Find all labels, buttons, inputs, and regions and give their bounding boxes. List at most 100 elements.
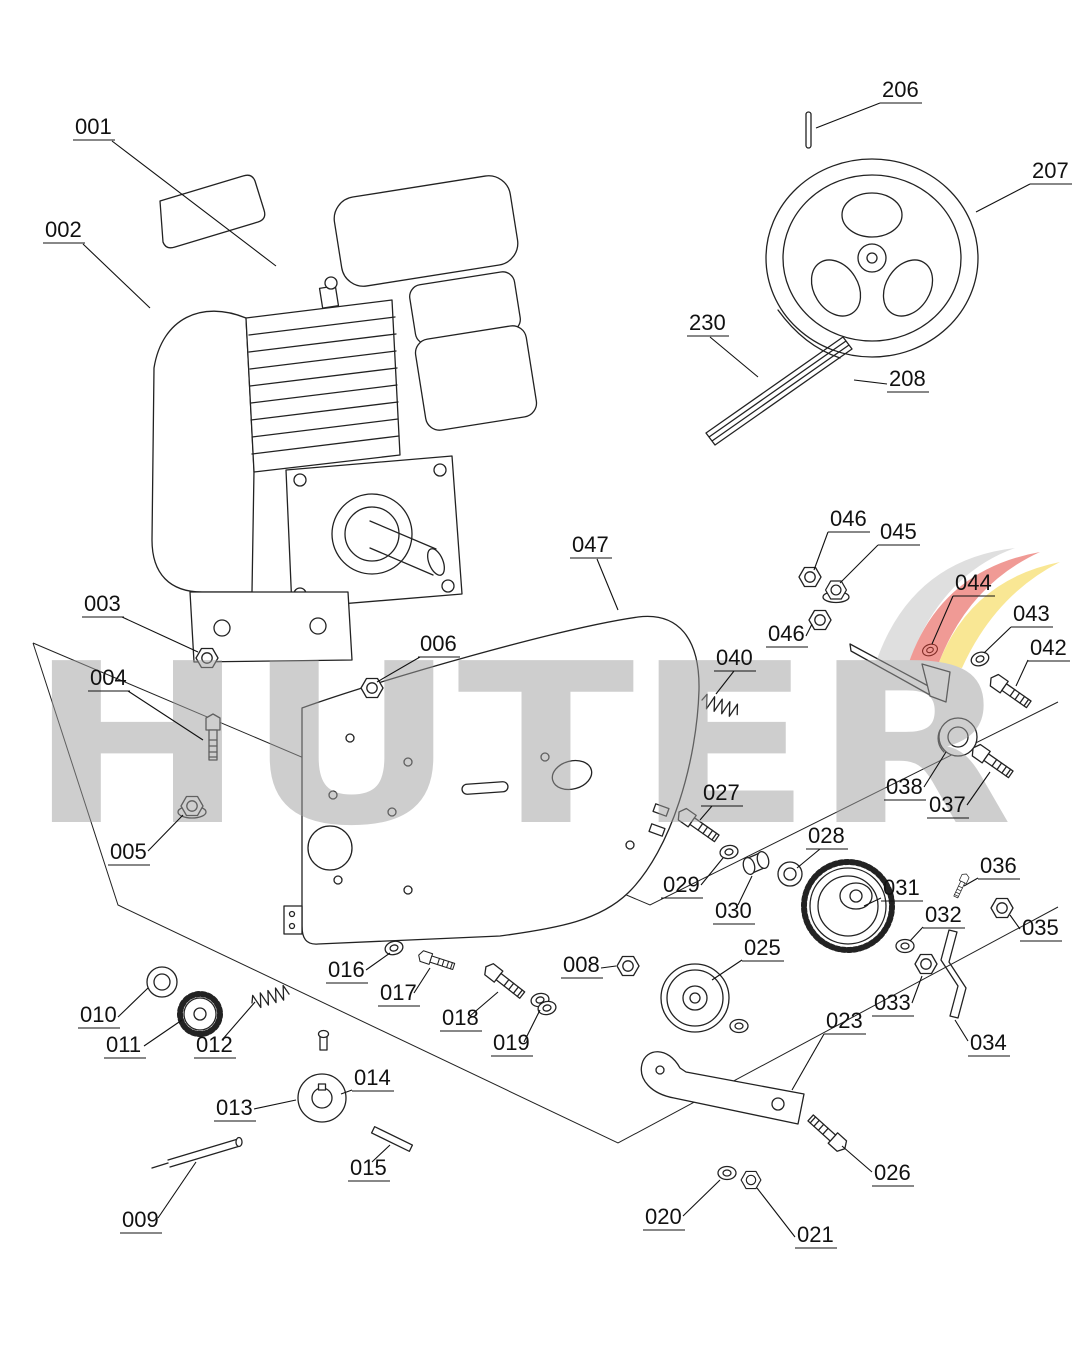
leader-line <box>221 1001 256 1041</box>
part-number: 001 <box>75 114 112 139</box>
cooling-fins <box>248 316 400 455</box>
part-number: 015 <box>350 1155 387 1180</box>
name-plate <box>159 174 266 249</box>
part-label-030[interactable]: 030 <box>713 875 755 925</box>
part-number: 037 <box>929 792 966 817</box>
part-label-009[interactable]: 009 <box>120 1161 197 1234</box>
part-label-027[interactable]: 027 <box>699 780 743 821</box>
part-label-018[interactable]: 018 <box>440 991 499 1032</box>
part-label-006[interactable]: 006 <box>376 631 460 683</box>
part-label-046[interactable]: 046 <box>766 621 813 648</box>
leader-line <box>815 102 881 129</box>
part-label-003[interactable]: 003 <box>82 591 199 653</box>
part-number: 230 <box>689 310 726 335</box>
leader-line <box>682 1179 721 1217</box>
leader-line <box>709 336 759 378</box>
part-023-bracket <box>640 1051 805 1125</box>
part-label-208[interactable]: 208 <box>853 366 929 393</box>
part-label-045[interactable]: 045 <box>839 519 920 584</box>
crankcase <box>151 310 255 593</box>
leader-line <box>796 848 821 869</box>
part-label-005[interactable]: 005 <box>108 814 184 866</box>
leader-line <box>523 1009 541 1043</box>
leader-line <box>1015 659 1029 687</box>
part-012-spring <box>249 983 291 1011</box>
leader-line <box>82 243 151 309</box>
part-label-043[interactable]: 043 <box>983 601 1053 654</box>
part-number: 033 <box>874 990 911 1015</box>
part-label-036[interactable]: 036 <box>963 853 1020 887</box>
part-label-016[interactable]: 016 <box>326 952 391 984</box>
part-label-230[interactable]: 230 <box>687 310 759 378</box>
part-label-014[interactable]: 014 <box>340 1065 394 1095</box>
part-033-nut <box>914 953 938 975</box>
part-label-002[interactable]: 002 <box>43 217 151 309</box>
leader-line <box>923 751 947 788</box>
part-label-207[interactable]: 207 <box>975 158 1072 213</box>
part-label-023[interactable]: 023 <box>791 1008 866 1091</box>
part-label-046[interactable]: 046 <box>813 506 870 571</box>
part-number: 030 <box>715 898 752 923</box>
part-label-001[interactable]: 001 <box>73 114 277 267</box>
part-label-028[interactable]: 028 <box>796 823 848 869</box>
leader-line <box>469 991 499 1017</box>
part-label-015[interactable]: 015 <box>348 1144 391 1182</box>
part-label-047[interactable]: 047 <box>570 532 619 611</box>
part-number: 020 <box>645 1204 682 1229</box>
part-number: 206 <box>882 77 919 102</box>
air-cleaner-lower <box>414 325 538 431</box>
leader-line <box>756 1187 796 1238</box>
guard-plate <box>283 615 700 945</box>
part-number: 029 <box>663 872 700 897</box>
part-label-011[interactable]: 011 <box>104 1019 183 1059</box>
part-045-flange-nut <box>822 580 850 604</box>
drive-wheel <box>765 158 979 359</box>
part-label-038[interactable]: 038 <box>884 751 947 801</box>
part-label-040[interactable]: 040 <box>714 645 756 695</box>
leader-line <box>805 623 813 637</box>
part-label-008[interactable]: 008 <box>561 952 617 979</box>
part-label-017[interactable]: 017 <box>378 967 431 1007</box>
part-label-031[interactable]: 031 <box>863 875 923 907</box>
part-label-010[interactable]: 010 <box>78 987 149 1029</box>
part-number: 031 <box>883 875 920 900</box>
part-label-013[interactable]: 013 <box>214 1095 297 1122</box>
part-label-206[interactable]: 206 <box>815 77 922 129</box>
part-030-collar <box>742 851 770 875</box>
part-005-flange-nut <box>177 795 207 819</box>
frame-lines <box>32 642 1059 1144</box>
part-label-029[interactable]: 029 <box>661 857 724 899</box>
part-label-037[interactable]: 037 <box>927 771 991 819</box>
part-label-019[interactable]: 019 <box>491 1009 541 1057</box>
leader-line <box>111 140 277 267</box>
part-label-021[interactable]: 021 <box>756 1187 837 1249</box>
part-009-shaft <box>151 1136 243 1169</box>
part-label-035[interactable]: 035 <box>1009 914 1062 942</box>
part-label-012[interactable]: 012 <box>194 1001 256 1059</box>
part-number: 011 <box>106 1032 141 1057</box>
part-number: 003 <box>84 591 121 616</box>
part-number: 047 <box>572 532 609 557</box>
small-parts <box>146 566 1034 1190</box>
part-number: 042 <box>1030 635 1067 660</box>
part-number: 036 <box>980 853 1017 878</box>
part-label-042[interactable]: 042 <box>1015 635 1070 687</box>
leader-line <box>157 1161 197 1219</box>
part-label-020[interactable]: 020 <box>643 1179 721 1231</box>
leader-line <box>1009 914 1021 930</box>
part-label-044[interactable]: 044 <box>931 570 995 645</box>
leader-line <box>127 690 204 741</box>
part-label-033[interactable]: 033 <box>872 975 923 1017</box>
part-number: 045 <box>880 519 917 544</box>
leader-line <box>596 558 619 611</box>
leader-line <box>839 544 879 584</box>
part-label-026[interactable]: 026 <box>841 1145 914 1187</box>
leader-line <box>600 965 617 969</box>
part-number: 026 <box>874 1160 911 1185</box>
part-label-034[interactable]: 034 <box>954 1019 1010 1057</box>
part-label-004[interactable]: 004 <box>88 665 204 741</box>
part-label-025[interactable]: 025 <box>711 935 784 981</box>
part-label-032[interactable]: 032 <box>909 902 965 942</box>
leader-line <box>841 1145 873 1173</box>
